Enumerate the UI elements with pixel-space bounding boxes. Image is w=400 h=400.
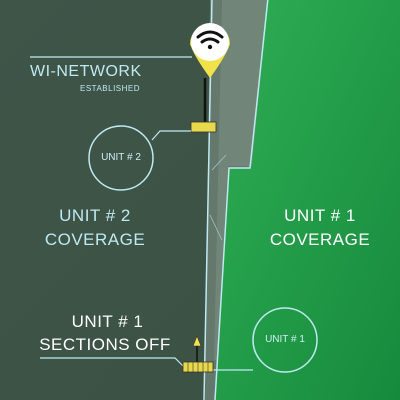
unit2-marker-label: UNIT # 2 [101,152,141,163]
unit1-coverage-area [215,0,400,400]
unit2-coverage-line1: UNIT # 2 [59,206,131,225]
unit2-callout-line [151,130,191,141]
path-hatch-1 [209,214,223,241]
unit2-marker-circle [88,125,154,191]
path-hatch-2 [211,154,227,171]
network-title: WI-NETWORK [30,63,142,80]
unit1-marker-label: UNIT # 1 [265,334,305,345]
sections-callout-line [40,357,184,367]
sections-off-line1: UNIT # 1 [71,312,144,331]
unit2-coverage-line2: COVERAGE [44,230,146,249]
unit1-coverage-line1: UNIT # 1 [284,206,356,225]
wifi-icon [196,30,224,50]
wifi-pin-head [191,23,229,61]
unit1-coverage-line2: COVERAGE [269,230,371,249]
unit2-implement [190,121,217,133]
sections-off-line2: SECTIONS OFF [39,335,171,354]
network-status: ESTABLISHED [80,84,141,93]
unit1-flag [192,335,202,347]
unit1-implement [182,361,214,373]
unit1-marker-circle [252,307,318,373]
path-boundary-right [214,0,269,400]
travel-path-strip-inner [214,0,268,360]
